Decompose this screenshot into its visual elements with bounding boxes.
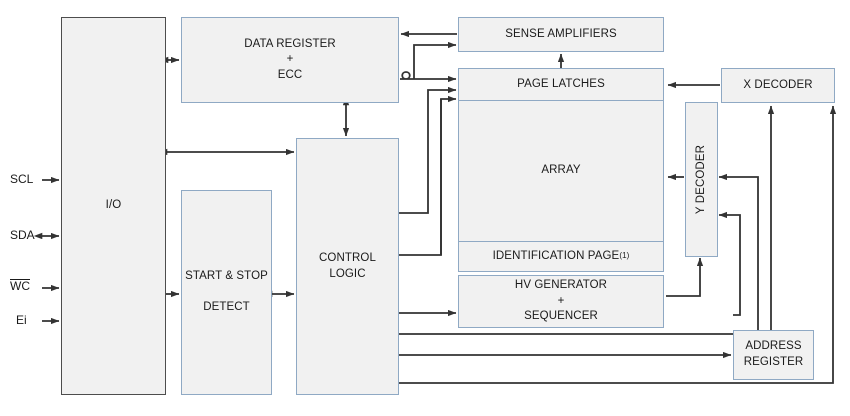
signal-label-wc-text: WC xyxy=(10,279,30,293)
block-identification-page-label: IDENTIFICATION PAGE xyxy=(492,249,620,262)
block-hv-generator-label: HV GENERATOR + SEQUENCER xyxy=(514,279,608,323)
block-hv-generator: HV GENERATOR + SEQUENCER xyxy=(458,275,664,328)
wire-addressregister-to-ydecoder-a xyxy=(718,173,759,330)
wire-controllogic-to-pagelatches-a xyxy=(399,86,457,214)
signal-label-ei: Ei xyxy=(16,313,27,327)
block-identification-page: IDENTIFICATION PAGE(1) xyxy=(458,241,664,272)
block-start-stop-detect: START & STOP DETECT xyxy=(181,190,272,395)
block-io-label: I/O xyxy=(105,199,122,212)
signal-label-wc: WC xyxy=(10,279,30,294)
block-address-register-label: ADDRESS REGISTER xyxy=(743,340,804,368)
block-x-decoder: X DECODER xyxy=(721,68,835,103)
block-io: I/O xyxy=(61,17,166,395)
block-array-label: ARRAY xyxy=(541,164,581,177)
block-y-decoder-label: Y DECODER xyxy=(694,144,707,215)
block-control-logic-label: CONTROL LOGIC xyxy=(319,251,376,280)
block-page-latches: PAGE LATCHES xyxy=(458,68,664,101)
block-start-stop-detect-label: START & STOP DETECT xyxy=(185,270,268,314)
block-data-register: DATA REGISTER + ECC xyxy=(181,17,399,103)
block-address-register: ADDRESS REGISTER xyxy=(733,330,814,380)
block-x-decoder-label: X DECODER xyxy=(743,78,813,91)
signal-label-sda: SDA xyxy=(10,228,35,242)
wire-hvgenerator-to-ydecoder xyxy=(666,257,704,297)
wire-controllogic-to-pagelatches-b xyxy=(399,95,457,256)
block-data-register-label: DATA REGISTER + ECC xyxy=(244,37,336,81)
block-array: ARRAY xyxy=(458,100,664,242)
wire-addressregister-to-ydecoder-b xyxy=(718,211,741,316)
block-control-logic: CONTROL LOGIC xyxy=(296,138,399,395)
block-identification-page-superscript: (1) xyxy=(619,251,630,261)
block-sense-amplifiers: SENSE AMPLIFIERS xyxy=(458,17,664,52)
block-y-decoder: Y DECODER xyxy=(685,102,718,257)
signal-label-scl: SCL xyxy=(10,172,34,186)
block-sense-amplifiers-label: SENSE AMPLIFIERS xyxy=(505,27,617,40)
wire-ctrl-to-senseamp xyxy=(413,41,457,79)
wire-dataregister-to-pagelatches xyxy=(400,72,456,79)
block-page-latches-label: PAGE LATCHES xyxy=(517,77,605,90)
